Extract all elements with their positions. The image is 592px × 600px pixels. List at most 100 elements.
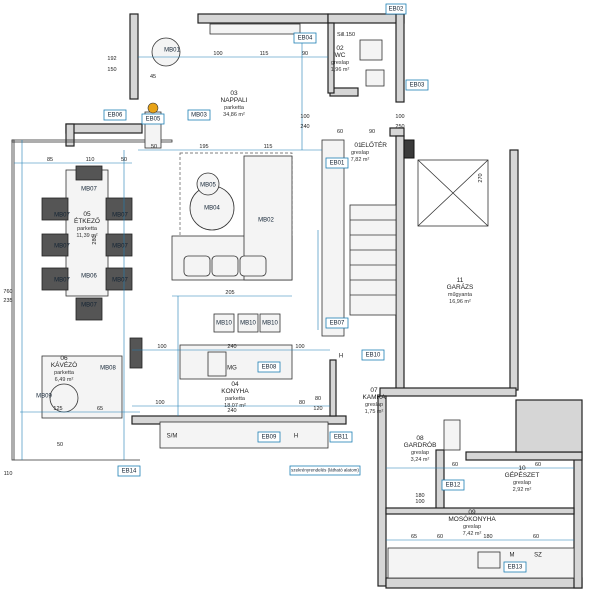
svg-text:45: 45: [150, 74, 156, 80]
room-living: 03 NAPPALI parketta 34,86 m²: [221, 90, 248, 118]
svg-text:240: 240: [300, 124, 309, 130]
dimension-texts: 192 150 100 115 90 45 50 195 115 85 110 …: [3, 51, 541, 540]
wall-living-left: [129, 13, 139, 100]
svg-text:GARÁZS: GARÁZS: [447, 282, 474, 291]
svg-text:100: 100: [395, 114, 404, 120]
room-kitchen: 04 KONYHA parketta 18,07 m²: [221, 381, 249, 409]
chair-bottom: [75, 297, 103, 321]
tag-mb10b: MB10: [240, 321, 256, 327]
svg-text:115: 115: [260, 51, 269, 57]
tag-eb14: EB14: [122, 469, 137, 475]
svg-text:ELŐTÉR: ELŐTÉR: [361, 140, 387, 149]
tag-mb07f: MB07: [112, 278, 128, 284]
furniture: [41, 23, 575, 579]
pantry-shelf: [443, 419, 461, 451]
svg-text:100: 100: [157, 344, 166, 350]
wall-bottom: [385, 577, 583, 589]
room-wardrobe: 08 GARDRÓB greslap 3,24 m²: [404, 435, 437, 463]
stool-2: [237, 313, 259, 333]
svg-text:80: 80: [299, 400, 305, 406]
tag-eb01: EB01: [330, 161, 345, 167]
room-hall: 01 ELŐTÉR greslap 7,82 m²: [351, 140, 388, 163]
wall-dining-top: [65, 123, 143, 134]
svg-text:100: 100: [155, 400, 164, 406]
tag-mb07b: MB07: [54, 244, 70, 250]
wall-wc-left: [327, 22, 335, 94]
tag-eb08: EB08: [262, 365, 277, 371]
tag-eb04: EB04: [298, 36, 313, 42]
svg-text:KÁVÉZÓ: KÁVÉZÓ: [51, 360, 77, 369]
stool-1: [213, 313, 235, 333]
tag-mb10c: MB10: [262, 321, 278, 327]
tag-mb07c: MB07: [54, 278, 70, 284]
svg-text:09: 09: [468, 509, 476, 516]
svg-text:120: 120: [313, 406, 322, 412]
wall-garage-left: [395, 135, 405, 391]
room-laundry: 09 MOSÓKONYHA greslap 7,42 m²: [448, 509, 496, 537]
svg-text:100: 100: [300, 114, 309, 120]
tag-mb05: MB05: [200, 183, 216, 189]
svg-text:240: 240: [227, 408, 236, 414]
dimension-lines: [14, 40, 574, 541]
svg-text:MOSÓKONYHA: MOSÓKONYHA: [448, 514, 496, 523]
svg-text:60: 60: [452, 462, 458, 468]
svg-text:18,07 m²: 18,07 m²: [224, 403, 246, 409]
staircase: [349, 204, 397, 316]
tag-eb12: EB12: [446, 483, 461, 489]
room-dining: 05 ÉTKEZŐ parketta 11,39 m²: [74, 211, 100, 239]
svg-text:03: 03: [230, 90, 238, 97]
toilet: [359, 39, 383, 61]
svg-text:3,24 m²: 3,24 m²: [411, 457, 430, 463]
glass-facade: [11, 139, 173, 461]
svg-text:1,96 m²: 1,96 m²: [331, 67, 350, 73]
wall-top-wc: [327, 13, 405, 24]
armchair-round: [151, 37, 181, 67]
svg-text:11: 11: [457, 277, 464, 284]
wall-utility-top: [379, 387, 517, 397]
svg-text:08: 08: [416, 435, 424, 442]
svg-text:85: 85: [47, 157, 53, 163]
svg-text:195: 195: [199, 144, 208, 150]
tag-eb02: EB02: [389, 7, 404, 13]
tag-mb07g: MB07: [81, 187, 97, 193]
tag-eb13: EB13: [508, 565, 523, 571]
tag-eb09: EB09: [262, 435, 277, 441]
wall-right-lower: [573, 451, 583, 589]
svg-text:205: 205: [225, 290, 234, 296]
tag-mb07h: MB07: [81, 303, 97, 309]
stool-3: [259, 313, 281, 333]
svg-text:7,82 m²: 7,82 m²: [351, 157, 370, 163]
dim-150: 150: [107, 67, 116, 73]
svg-text:04: 04: [231, 381, 239, 388]
tag-mb10a: MB10: [216, 321, 232, 327]
wall-utility-left: [377, 395, 387, 587]
svg-text:parketta: parketta: [54, 370, 75, 376]
svg-text:greslap: greslap: [463, 524, 481, 530]
svg-text:greslap: greslap: [331, 60, 349, 66]
chair-left-3: [41, 267, 69, 291]
svg-text:50: 50: [151, 144, 157, 150]
tag-mb04: MB04: [204, 206, 220, 212]
svg-text:280: 280: [92, 235, 98, 244]
svg-text:180: 180: [415, 493, 424, 499]
note-cabinet: szekrényrendelés (látható alatom): [291, 468, 359, 473]
svg-text:2,92 m²: 2,92 m²: [513, 487, 532, 493]
svg-text:02: 02: [336, 45, 344, 52]
room-mechanical: 10 GÉPÉSZET greslap 2,92 m²: [505, 465, 540, 493]
svg-text:90: 90: [369, 129, 375, 135]
svg-text:01: 01: [354, 142, 362, 149]
svg-text:greslap: greslap: [513, 480, 531, 486]
tag-mb03: MB03: [191, 113, 207, 119]
svg-text:greslap: greslap: [351, 150, 369, 156]
svg-text:80: 80: [315, 396, 321, 402]
svg-text:760: 760: [3, 289, 12, 295]
tag-mb01: MB01: [164, 48, 180, 54]
wall-dining-corner: [65, 123, 75, 147]
tag-eb07: EB07: [330, 321, 345, 327]
chair-left-2: [41, 233, 69, 257]
svg-text:greslap: greslap: [411, 450, 429, 456]
svg-text:greslap: greslap: [365, 402, 383, 408]
svg-text:50: 50: [121, 157, 127, 163]
svg-text:parketta: parketta: [77, 226, 98, 232]
